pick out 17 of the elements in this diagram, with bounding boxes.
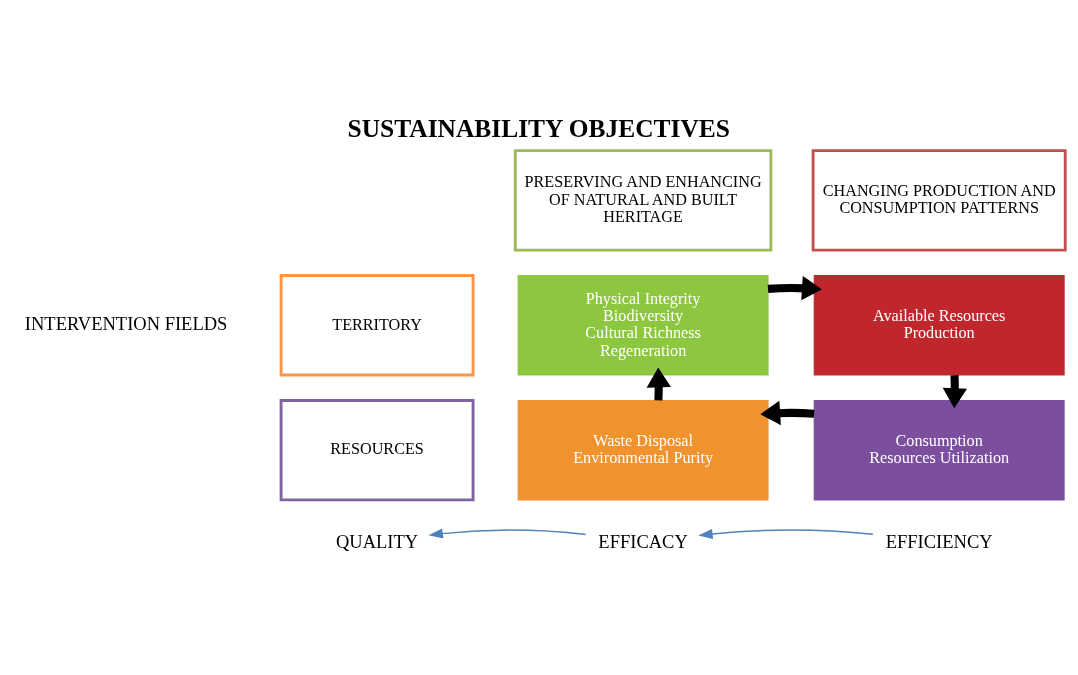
node-box: Waste Disposal Environmental Purity	[517, 399, 769, 500]
node-box: Physical Integrity Biodiversity Cultural Richness Regeneration	[517, 274, 769, 376]
diagram-title: SUSTAINABILITY OBJECTIVES	[347, 113, 730, 143]
node-text: EFFICIENCY	[885, 531, 993, 552]
node-box: RESOURCES	[279, 398, 475, 501]
arrow	[698, 528, 874, 539]
arrow	[767, 275, 822, 300]
node-text: EFFICACY	[598, 531, 688, 552]
node-box: CHANGING PRODUCTION AND CONSUMPTION PATTERNS	[811, 148, 1067, 252]
node-box: PRESERVING AND ENHANCING OF NATURAL AND BUILT HERITAGE	[513, 148, 773, 252]
arrow	[760, 400, 815, 425]
arrow	[428, 528, 587, 539]
node-box: Consumption Resources Utilization	[813, 399, 1065, 500]
label: INTERVENTION FIELDS	[24, 313, 228, 334]
node-box: Available Resources Production	[813, 274, 1065, 376]
node-box: TERRITORY	[279, 273, 475, 376]
node-text: QUALITY	[335, 531, 419, 552]
